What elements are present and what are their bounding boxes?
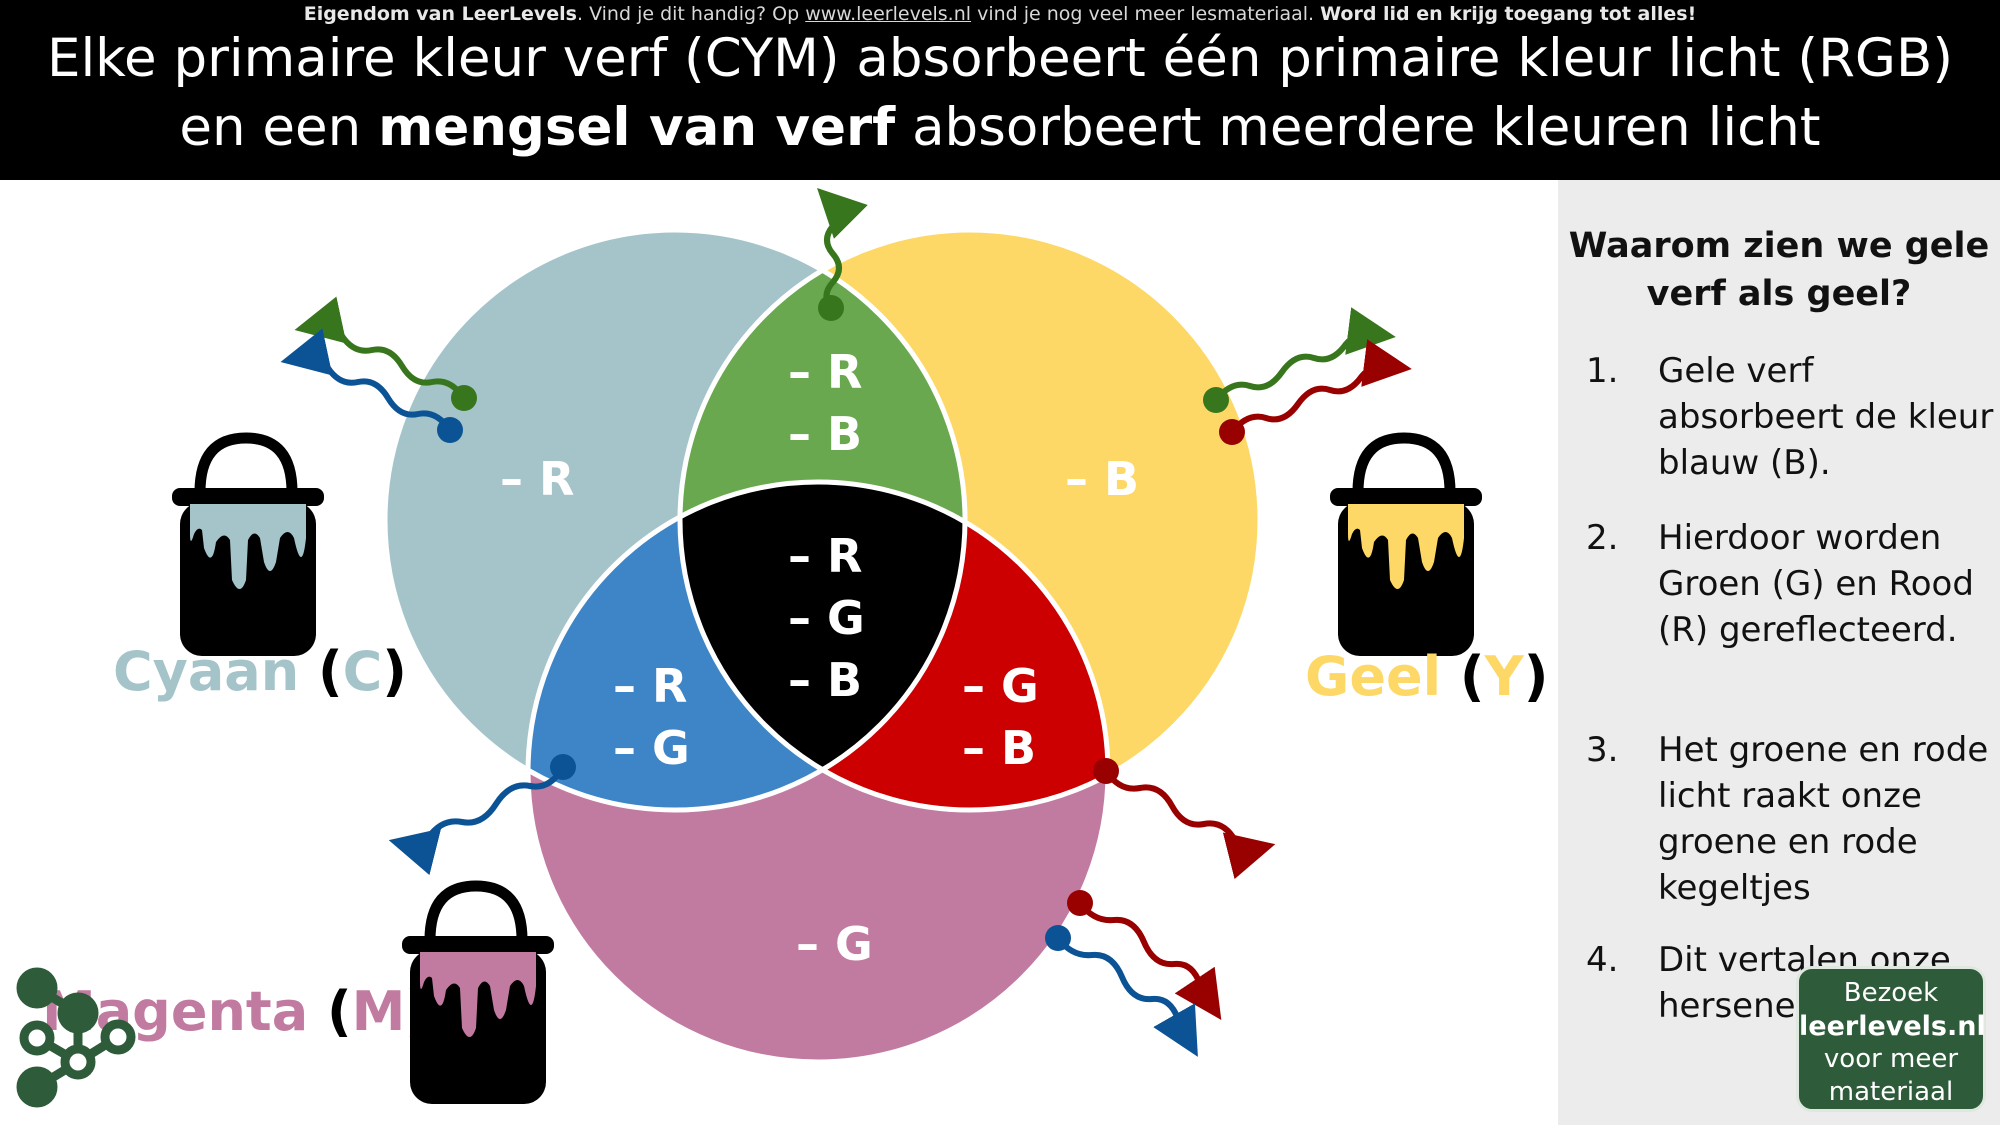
label-cyan: Cyaan (C) <box>113 640 407 703</box>
step-number: 2. <box>1586 518 1619 558</box>
panel-title: Waarom zien we gele verf als geel? <box>1568 226 1990 314</box>
region-center-line-1: – R <box>788 529 862 583</box>
step-number: 1. <box>1586 351 1619 391</box>
badge-line-3: voor meer <box>1823 1044 1959 1074</box>
title-line-2-bold: mengsel van verf <box>378 97 896 158</box>
region-green-line-1: – R <box>788 345 862 399</box>
step-number: 3. <box>1586 730 1619 770</box>
green-arrow-top <box>817 188 868 311</box>
region-cyan-line-1: – R <box>500 452 574 506</box>
step-text: Gele verf absorbeert de kleur blauw (B). <box>1658 351 1994 483</box>
ownership-brand: Eigendom van LeerLevels <box>303 3 577 25</box>
ownership-link[interactable]: www.leerlevels.nl <box>805 3 972 25</box>
page-title-line-1: Elke primaire kleur verf (CYM) absorbeer… <box>46 28 1954 89</box>
region-center-line-2: – G <box>788 591 865 645</box>
blue-arrow-magenta-low <box>1055 935 1198 1057</box>
ownership-notice: Eigendom van LeerLevels. Vind je dit han… <box>0 3 2000 25</box>
title-line-2-pre: en een <box>179 97 379 158</box>
ownership-cta: Word lid en krijg toegang tot alles! <box>1320 3 1697 25</box>
label-cyan-letter: C <box>343 640 383 703</box>
red-arrow-magenta-low <box>1077 900 1222 1020</box>
leerlevels-logo-icon <box>16 967 136 1108</box>
label-yellow-name: Geel <box>1305 645 1441 708</box>
ownership-tail: vind je nog veel meer lesmateriaal. <box>971 3 1321 25</box>
blue-arrow-magenta <box>388 764 566 876</box>
red-arrow-yellow <box>1229 339 1412 435</box>
label-magenta-letter: M <box>352 980 406 1043</box>
badge-line-1: Bezoek <box>1843 978 1939 1008</box>
blue-arrow-cyan <box>280 328 453 433</box>
step-text: Het groene en rode licht raakt onze groe… <box>1658 730 1989 908</box>
badge-line-4: materiaal <box>1828 1077 1954 1107</box>
label-yellow: Geel (Y) <box>1305 645 1548 708</box>
page-title-line-2: en een mengsel van verf absorbeert meerd… <box>0 97 2000 158</box>
light-origin-dots <box>437 295 1245 951</box>
region-red-line-2: – B <box>962 721 1036 775</box>
region-yellow-line-1: – B <box>1065 452 1139 506</box>
label-yellow-letter: Y <box>1484 645 1525 708</box>
yellow-paint-bucket-icon <box>1330 432 1482 656</box>
green-arrow-yellow <box>1213 307 1396 403</box>
region-magenta-line-1: – G <box>796 917 873 971</box>
region-red-line-1: – G <box>962 659 1039 713</box>
region-center-line-3: – B <box>788 653 862 707</box>
step-text: Hierdoor worden Groen (G) en Rood (R) ge… <box>1658 518 1974 650</box>
red-arrow-magenta-right <box>1103 768 1276 880</box>
green-arrow-cyan <box>294 296 467 401</box>
visit-leerlevels-button[interactable]: Bezoek leerlevels.nl voor meer materiaal <box>1796 966 1986 1112</box>
title-line-2-post: absorbeert meerdere kleuren licht <box>895 97 1821 158</box>
label-cyan-name: Cyaan <box>113 640 299 703</box>
region-blue-line-1: – R <box>613 659 687 713</box>
region-green-line-2: – B <box>788 407 862 461</box>
region-blue-line-2: – G <box>613 721 690 775</box>
header: Eigendom van LeerLevels. Vind je dit han… <box>0 0 2000 180</box>
label-magenta: Magenta (M) <box>42 980 430 1043</box>
cyan-paint-bucket-icon <box>172 432 324 656</box>
badge-site: leerlevels.nl <box>1799 1011 1986 1042</box>
ownership-mid: . Vind je dit handig? Op <box>576 3 806 25</box>
magenta-paint-bucket-icon <box>402 880 554 1104</box>
step-number: 4. <box>1586 940 1619 980</box>
